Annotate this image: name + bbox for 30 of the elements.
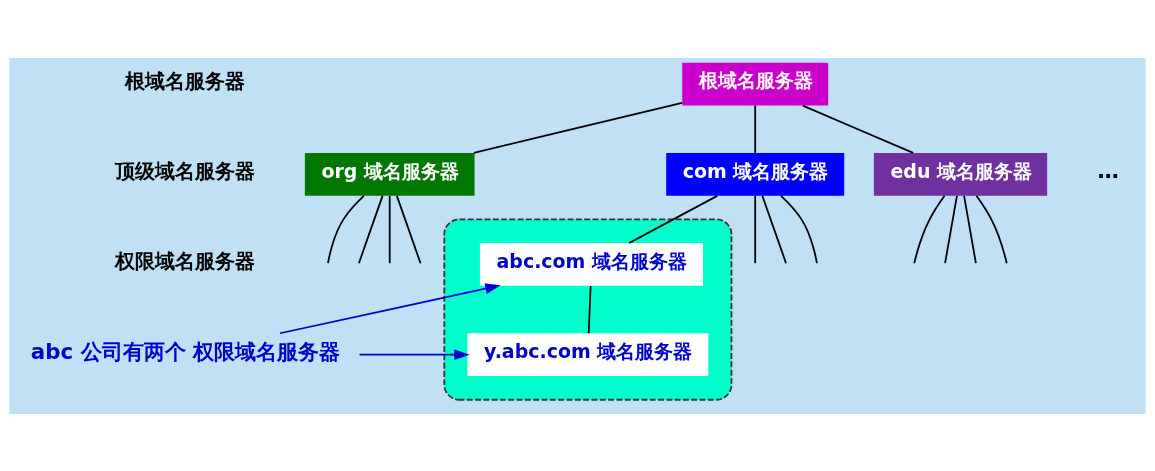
connector [358, 194, 384, 264]
connector [473, 101, 683, 154]
node-box: com 域名服务器 [666, 152, 845, 196]
node-box: 根域名服务器 [682, 62, 829, 105]
connector [944, 194, 958, 264]
node-box: y.abc.com 域名服务器 [467, 332, 709, 376]
label: 权限域名服务器 [115, 248, 255, 273]
connector [396, 194, 422, 264]
connector [628, 194, 719, 244]
connector [975, 194, 1008, 264]
connector [761, 194, 787, 264]
connector [963, 194, 977, 264]
connector [754, 104, 757, 154]
connector [913, 194, 946, 264]
arrow [279, 282, 501, 334]
connector [780, 194, 818, 264]
connector [327, 194, 365, 264]
node-box: org 域名服务器 [304, 152, 475, 196]
label: … [1097, 157, 1119, 183]
connector [801, 104, 915, 154]
connector [754, 194, 757, 264]
node-box: edu 域名服务器 [873, 152, 1048, 196]
connector [388, 194, 391, 264]
label: 根域名服务器 [125, 68, 246, 93]
cluster [443, 218, 733, 401]
node-text: abc 公司有两个 权限域名服务器 [30, 338, 340, 364]
label: 顶级域名服务器 [115, 158, 255, 183]
node-box: abc.com 域名服务器 [479, 242, 703, 286]
arrow [358, 348, 470, 360]
connector [587, 284, 592, 334]
